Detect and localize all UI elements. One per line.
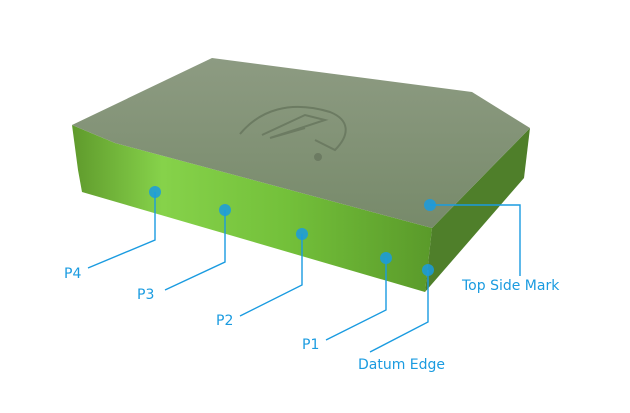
block-top-face <box>72 58 530 228</box>
label-p3: P3 <box>137 287 155 303</box>
block-right-face <box>425 128 530 292</box>
callout-lines <box>87 192 521 353</box>
label-p1: P1 <box>302 337 320 353</box>
point-p4-marker <box>149 186 161 198</box>
top-side-mark-marker <box>424 199 436 211</box>
point-p3-marker <box>219 204 231 216</box>
block-front-face <box>72 125 432 292</box>
datum-edge-marker <box>422 264 434 276</box>
label-p2: P2 <box>216 313 234 329</box>
point-p2-marker <box>296 228 308 240</box>
label-datum-edge: Datum Edge <box>358 357 446 373</box>
green-block <box>72 58 530 292</box>
label-p4: P4 <box>64 266 82 282</box>
logo-emboss <box>239 105 347 161</box>
callout-points <box>149 186 436 276</box>
label-top-side-mark: Top Side Mark <box>462 278 560 294</box>
point-p1-marker <box>380 252 392 264</box>
